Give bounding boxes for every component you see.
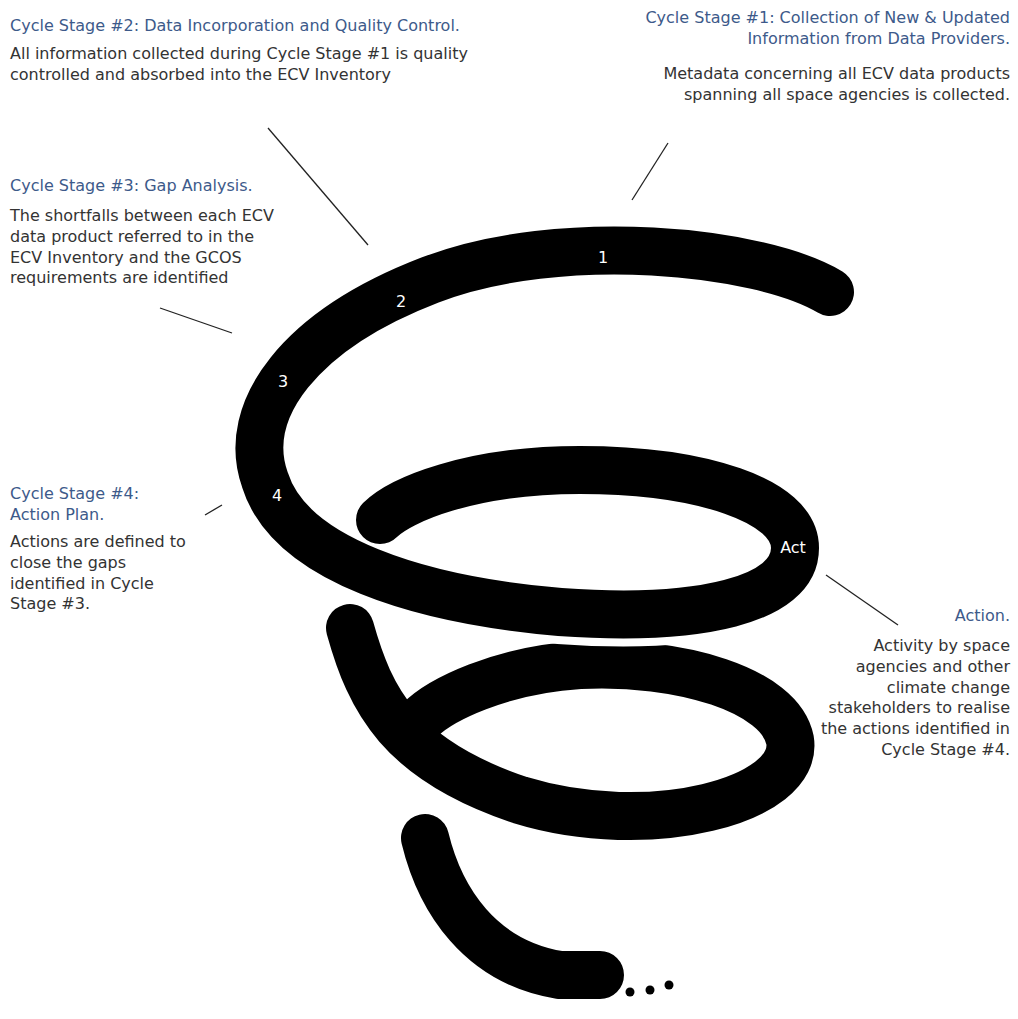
leader-line (632, 143, 668, 200)
spiral-band (259, 250, 830, 614)
spiral-gap (350, 628, 790, 816)
spiral-band (350, 628, 790, 816)
action-description: Activity by space agencies and other cli… (800, 636, 1010, 761)
stage-description: All information collected during Cycle S… (10, 44, 530, 86)
stage-description: Actions are defined to close the gaps id… (10, 532, 190, 615)
stage-heading: Cycle Stage #3: Gap Analysis. (10, 176, 310, 197)
callout-number: 3 (278, 372, 288, 393)
callout-number: 1 (598, 248, 608, 269)
leader-line (205, 505, 222, 515)
continuation-dot (665, 981, 674, 990)
callout-number: 2 (396, 292, 406, 313)
spiral-gap (259, 250, 830, 614)
callout-number: Act (780, 538, 806, 559)
leader-line (826, 575, 898, 625)
stage-description: The shortfalls between each ECV data pro… (10, 206, 285, 289)
stage-heading: Cycle Stage #2: Data Incorporation and Q… (10, 16, 530, 37)
continuation-dot (626, 988, 635, 997)
leader-line (268, 128, 368, 245)
leader-line (160, 308, 232, 333)
callout-number: 4 (272, 486, 282, 507)
stage-heading: Cycle Stage #4: Action Plan. (10, 484, 185, 526)
spiral-band (425, 838, 600, 975)
continuation-dot (646, 986, 655, 995)
stage-heading: Cycle Stage #1: Collection of New & Upda… (596, 8, 1010, 50)
action-heading: Action. (800, 606, 1010, 627)
stage-description: Metadata concerning all ECV data product… (616, 64, 1010, 106)
